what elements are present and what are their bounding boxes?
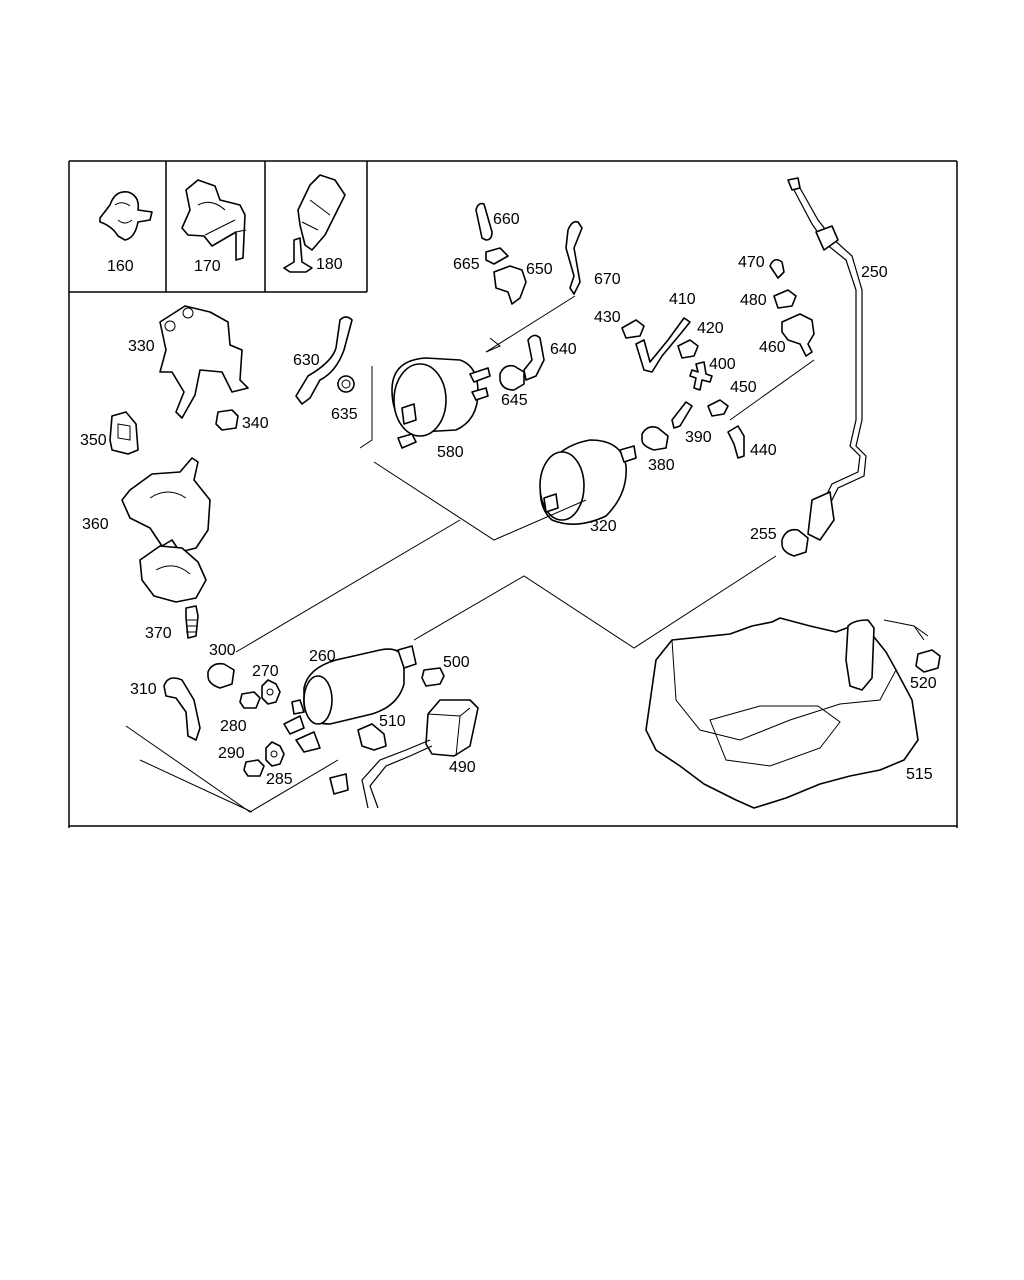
clamp-645-icon[interactable] bbox=[499, 364, 525, 391]
tank-shield-515-icon[interactable] bbox=[645, 617, 919, 809]
label-390: 390 bbox=[685, 429, 712, 446]
clamp-665-icon[interactable] bbox=[485, 247, 509, 265]
label-430: 430 bbox=[594, 309, 621, 326]
clamp-300-icon[interactable] bbox=[207, 662, 235, 689]
nut-520-icon[interactable] bbox=[915, 649, 941, 673]
label-350: 350 bbox=[80, 432, 107, 449]
label-160: 160 bbox=[107, 258, 134, 275]
relay-490-icon[interactable] bbox=[329, 699, 479, 809]
bracket-330-icon[interactable] bbox=[159, 305, 249, 419]
label-370: 370 bbox=[145, 625, 172, 642]
part-labels: 160 170 180 660 665 650 670 330 630 635 … bbox=[80, 211, 937, 788]
clamp-430-icon[interactable] bbox=[621, 319, 645, 339]
label-645: 645 bbox=[501, 392, 528, 409]
label-510: 510 bbox=[379, 713, 406, 730]
hose-410-icon[interactable] bbox=[635, 317, 691, 373]
hose-390-icon[interactable] bbox=[671, 401, 693, 429]
label-360: 360 bbox=[82, 516, 109, 533]
holder-180-icon[interactable] bbox=[283, 174, 346, 273]
valve-650-icon[interactable] bbox=[493, 265, 527, 305]
screw-500-icon[interactable] bbox=[421, 667, 445, 687]
label-470: 470 bbox=[738, 254, 765, 271]
clamp-255-icon[interactable] bbox=[781, 528, 809, 557]
bracket-360-icon[interactable] bbox=[121, 457, 211, 603]
label-170: 170 bbox=[194, 258, 221, 275]
fuel-filter-320-icon[interactable] bbox=[539, 439, 637, 525]
hose-630-icon[interactable] bbox=[295, 316, 353, 405]
label-180: 180 bbox=[316, 256, 343, 273]
leader-lines bbox=[125, 295, 929, 813]
label-630: 630 bbox=[293, 352, 320, 369]
clamp-420-icon[interactable] bbox=[677, 339, 699, 359]
fuel-filter-580-icon[interactable] bbox=[391, 357, 491, 449]
fuel-pump-260-icon[interactable] bbox=[283, 645, 417, 753]
label-515: 515 bbox=[906, 766, 933, 783]
label-480: 480 bbox=[740, 292, 767, 309]
washer-285-icon[interactable] bbox=[265, 741, 285, 767]
label-330: 330 bbox=[128, 338, 155, 355]
label-410: 410 bbox=[669, 291, 696, 308]
bracket-170-icon[interactable] bbox=[181, 179, 247, 261]
clamp-480-icon[interactable] bbox=[773, 289, 797, 309]
label-670: 670 bbox=[594, 271, 621, 288]
label-635: 635 bbox=[331, 406, 358, 423]
label-270: 270 bbox=[252, 663, 279, 680]
label-490: 490 bbox=[449, 759, 476, 776]
label-500: 500 bbox=[443, 654, 470, 671]
label-660: 660 bbox=[493, 211, 520, 228]
clip-160-icon[interactable] bbox=[99, 190, 153, 241]
hose-440-icon[interactable] bbox=[727, 425, 745, 459]
nut-340-icon[interactable] bbox=[215, 409, 239, 431]
label-300: 300 bbox=[209, 642, 236, 659]
diagram-frame bbox=[68, 160, 958, 828]
label-665: 665 bbox=[453, 256, 480, 273]
label-640: 640 bbox=[550, 341, 577, 358]
label-650: 650 bbox=[526, 261, 553, 278]
label-580: 580 bbox=[437, 444, 464, 461]
clamp-450-icon[interactable] bbox=[707, 399, 729, 417]
label-340: 340 bbox=[242, 415, 269, 432]
fuel-line-250-icon[interactable] bbox=[787, 177, 867, 541]
label-450: 450 bbox=[730, 379, 757, 396]
clamp-380-icon[interactable] bbox=[641, 426, 669, 451]
label-320: 320 bbox=[590, 518, 617, 535]
pad-350-icon[interactable] bbox=[109, 411, 139, 455]
label-280: 280 bbox=[220, 718, 247, 735]
hose-470-icon[interactable] bbox=[769, 258, 785, 279]
bolt-370-icon[interactable] bbox=[185, 605, 199, 639]
nut-280-icon[interactable] bbox=[239, 691, 261, 709]
washer-270-icon[interactable] bbox=[261, 679, 281, 705]
clamp-635-icon[interactable] bbox=[337, 375, 355, 393]
label-260: 260 bbox=[309, 648, 336, 665]
hose-640-icon[interactable] bbox=[523, 334, 545, 381]
label-290: 290 bbox=[218, 745, 245, 762]
connector-510-icon[interactable] bbox=[357, 723, 387, 751]
hose-660-icon[interactable] bbox=[475, 202, 493, 241]
connector-400-icon[interactable] bbox=[689, 361, 713, 391]
label-460: 460 bbox=[759, 339, 786, 356]
label-520: 520 bbox=[910, 675, 937, 692]
label-400: 400 bbox=[709, 356, 736, 373]
label-250: 250 bbox=[861, 264, 888, 281]
label-255: 255 bbox=[750, 526, 777, 543]
sender-460-icon[interactable] bbox=[781, 313, 815, 357]
label-440: 440 bbox=[750, 442, 777, 459]
label-310: 310 bbox=[130, 681, 157, 698]
nut-290-icon[interactable] bbox=[243, 759, 265, 777]
label-420: 420 bbox=[697, 320, 724, 337]
hose-310-icon[interactable] bbox=[163, 677, 201, 741]
label-380: 380 bbox=[648, 457, 675, 474]
hose-670-icon[interactable] bbox=[565, 220, 583, 295]
label-285: 285 bbox=[266, 771, 293, 788]
